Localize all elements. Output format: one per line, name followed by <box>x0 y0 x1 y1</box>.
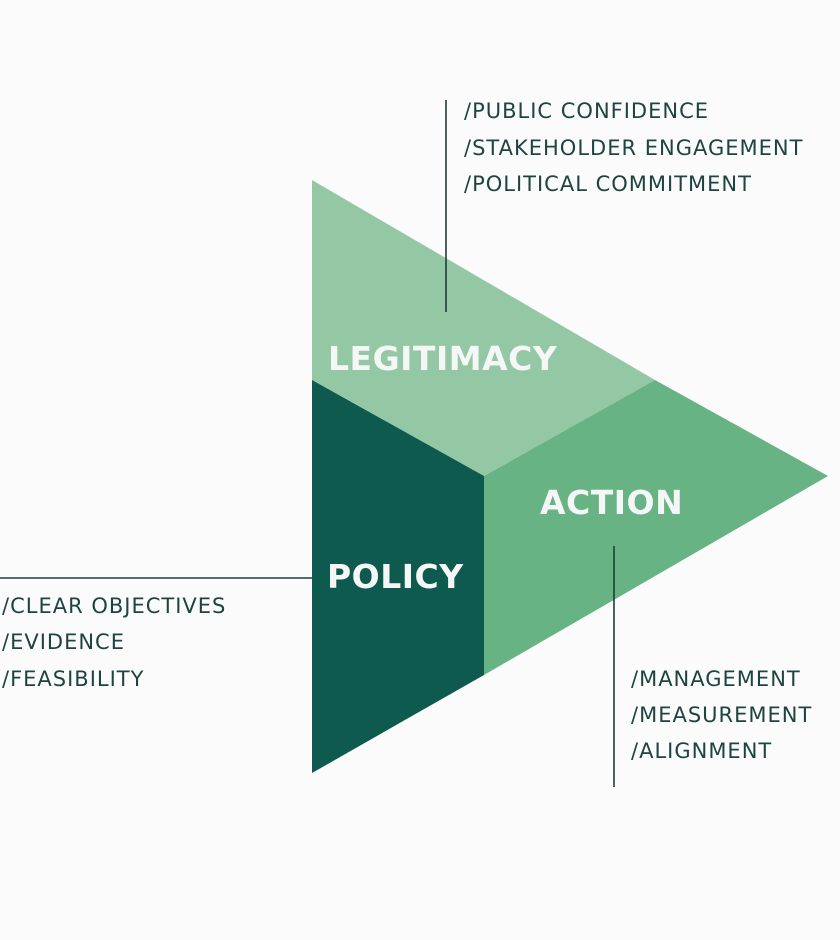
policy-item: /CLEAR OBJECTIVES <box>2 594 226 618</box>
action-title: ACTION <box>540 483 683 522</box>
legitimacy-item: /STAKEHOLDER ENGAGEMENT <box>464 136 803 160</box>
policy-title: POLICY <box>327 557 464 596</box>
legitimacy-face <box>312 180 655 476</box>
policy-item: /EVIDENCE <box>2 630 125 654</box>
legitimacy-title: LEGITIMACY <box>328 339 558 378</box>
legitimacy-item: /PUBLIC CONFIDENCE <box>464 99 709 123</box>
action-face <box>484 380 828 675</box>
policy-face <box>312 380 484 773</box>
action-item: /MEASUREMENT <box>631 703 812 727</box>
action-item: /MANAGEMENT <box>631 667 801 691</box>
policy-item: /FEASIBILITY <box>2 667 144 691</box>
action-item: /ALIGNMENT <box>631 739 772 763</box>
legitimacy-item: /POLITICAL COMMITMENT <box>464 172 752 196</box>
